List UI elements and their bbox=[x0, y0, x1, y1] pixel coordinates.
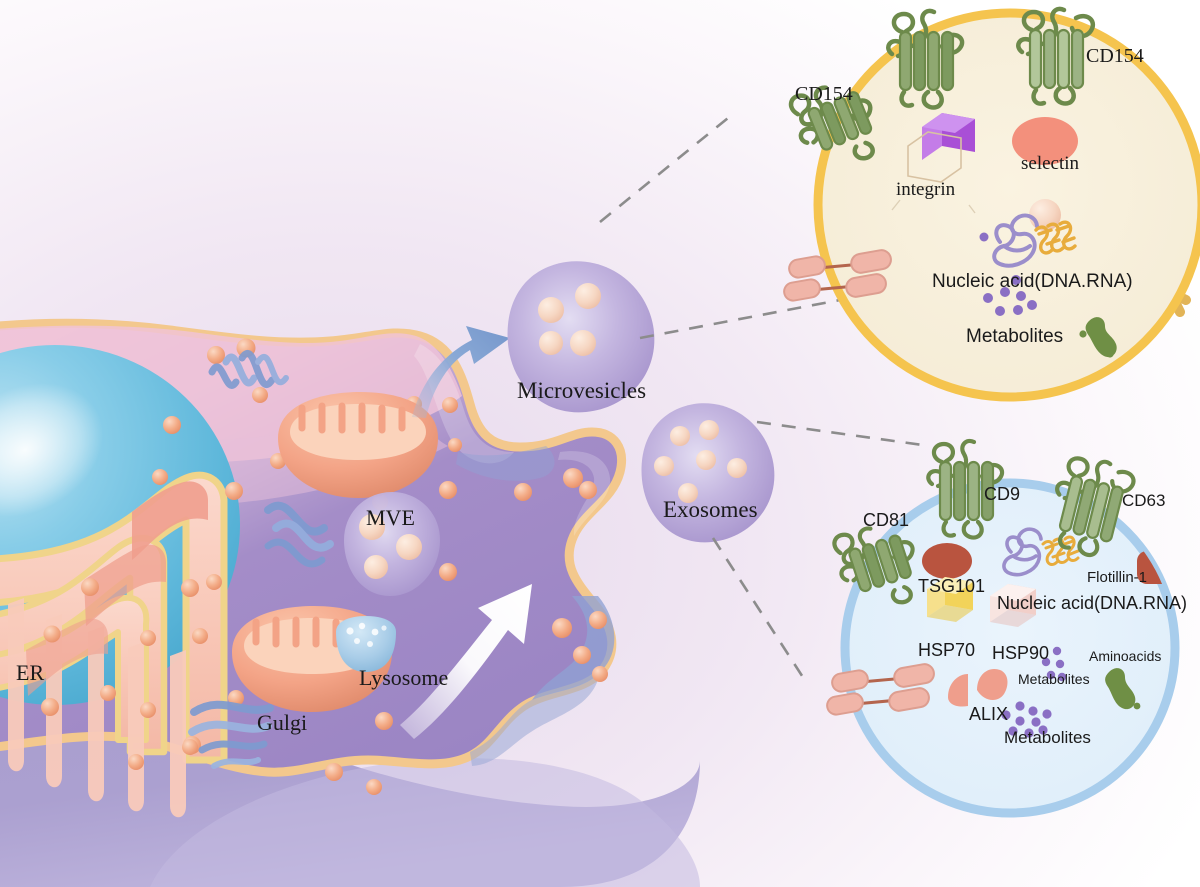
dna-coil-icon-exo bbox=[1002, 527, 1043, 577]
mhc-complex-icon-exo bbox=[826, 663, 935, 716]
blue-budding-arrow bbox=[412, 326, 510, 418]
metabolites-dots-icon-exo-upper bbox=[1041, 646, 1067, 682]
label-metabolites-exo-lower: Metabolites bbox=[1004, 728, 1091, 747]
lysosome-body bbox=[336, 616, 396, 672]
label-cd154-left: CD154 bbox=[795, 83, 853, 105]
connector-exo-top bbox=[756, 420, 931, 448]
golgi-lower bbox=[188, 700, 274, 769]
integrin-icon bbox=[907, 113, 975, 183]
label-metabolites-mv: Metabolites bbox=[966, 326, 1063, 347]
microvesicle-detail-circle: CD154 CD154 integrin selectin Nucleic ac… bbox=[783, 6, 1200, 402]
label-er: ER bbox=[16, 660, 44, 685]
aminoacid-blob-icon-exo bbox=[1105, 668, 1141, 710]
label-cd63: CD63 bbox=[1122, 491, 1165, 510]
tsg101-icon bbox=[922, 543, 972, 579]
dashed-connectors bbox=[599, 116, 931, 683]
dna-coil-icon bbox=[992, 213, 1039, 268]
cell-underside-rim2 bbox=[456, 446, 555, 481]
label-hsp70: HSP70 bbox=[918, 640, 975, 660]
cd154-receptor-topleft-icon bbox=[886, 8, 965, 110]
cell-rear-shadow bbox=[150, 758, 700, 887]
aminoacid-blob-icon bbox=[1079, 317, 1117, 358]
label-alix: ALIX bbox=[969, 704, 1008, 724]
metabolites-dots-icon bbox=[979, 232, 1037, 316]
mitochondrion-upper bbox=[278, 392, 438, 498]
exosome-particle bbox=[641, 403, 775, 543]
label-microvesicles: Microvesicles bbox=[517, 378, 646, 403]
mhc-complex-icon-top bbox=[783, 249, 892, 302]
label-hsp90: HSP90 bbox=[992, 643, 1049, 663]
label-cd154-right: CD154 bbox=[1086, 45, 1144, 67]
mve-body bbox=[344, 492, 440, 596]
label-nucleic-acid-exo: Nucleic acid(DNA.RNA) bbox=[997, 593, 1187, 613]
cd154-receptor-topright-icon bbox=[1016, 6, 1096, 106]
connector-exo-bottom bbox=[711, 537, 808, 683]
label-cd9: CD9 bbox=[984, 484, 1020, 504]
label-exosomes: Exosomes bbox=[663, 497, 758, 522]
label-integrin: integrin bbox=[896, 179, 956, 200]
label-mve: MVE bbox=[366, 505, 415, 530]
label-gulgi: Gulgi bbox=[257, 710, 307, 735]
white-secretion-arrow bbox=[400, 584, 532, 739]
connector-mv-top bbox=[639, 298, 841, 340]
label-lysosome: Lysosome bbox=[359, 665, 448, 690]
connector-mv-upper bbox=[599, 116, 729, 224]
hsp90-icon bbox=[990, 584, 1036, 627]
label-nucleic-acid-mv: Nucleic acid(DNA.RNA) bbox=[932, 271, 1133, 292]
selectin-icon bbox=[1012, 117, 1078, 165]
cd154-receptor-left-icon bbox=[788, 85, 875, 161]
cd9-receptor-icon bbox=[926, 438, 1005, 540]
metabolites-dots-icon-exo-lower bbox=[1001, 701, 1052, 738]
cd63-receptor-icon bbox=[1055, 456, 1136, 558]
exosome-detail-circle: CD81 CD9 CD63 Flotillin-1 TSG101 Nucleic… bbox=[826, 438, 1187, 818]
golgi-upper bbox=[208, 350, 289, 389]
label-cd81: CD81 bbox=[863, 510, 909, 530]
label-metabolites-exo-upper: Metabolites bbox=[1018, 671, 1090, 687]
label-selectin: selectin bbox=[1021, 153, 1080, 174]
golgi-middle bbox=[264, 501, 334, 568]
alix-icon bbox=[948, 668, 1008, 707]
ribosome-vesicles bbox=[41, 338, 608, 795]
label-tsg101: TSG101 bbox=[918, 576, 985, 596]
endoplasmic-reticulum bbox=[0, 471, 228, 818]
hsp70-icon bbox=[927, 577, 973, 622]
cell-inner-highlight2 bbox=[558, 451, 611, 536]
label-flotillin1: Flotillin-1 bbox=[1087, 569, 1147, 586]
rna-helix-icon bbox=[1034, 220, 1077, 255]
microvesicle-particle bbox=[507, 261, 655, 413]
label-aminoacids: Aminoacids bbox=[1089, 648, 1161, 664]
cd81-receptor-icon bbox=[832, 526, 915, 605]
cell-underside-rim3 bbox=[470, 672, 600, 766]
